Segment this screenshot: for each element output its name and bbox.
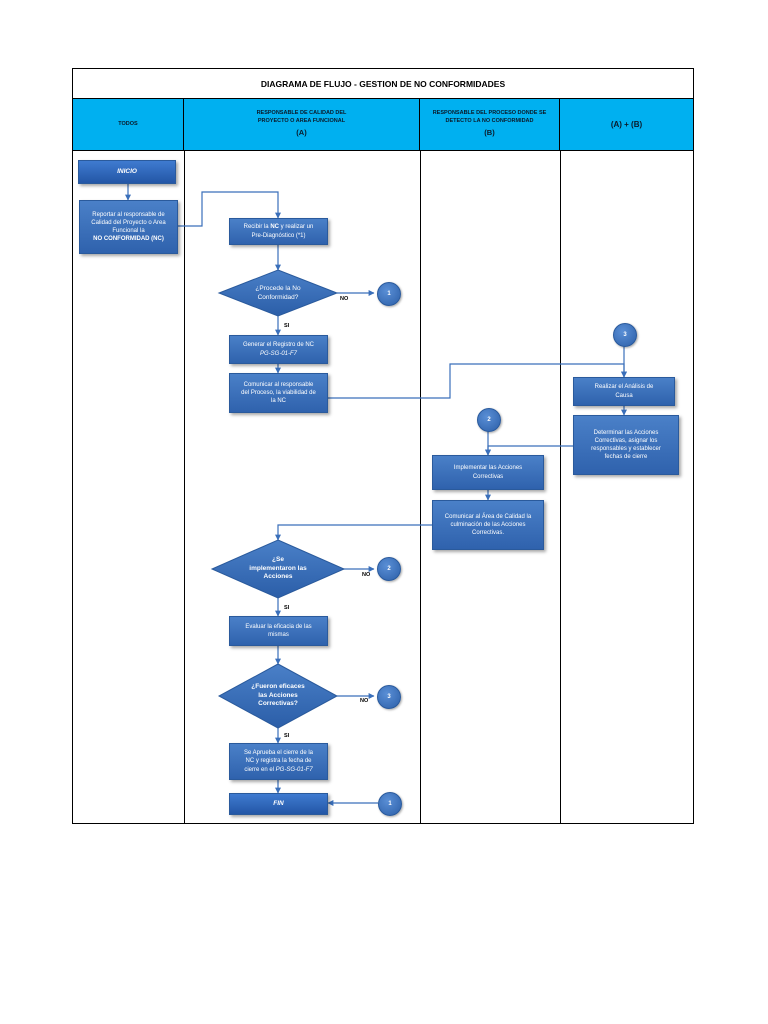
fin-terminator: FIN — [229, 793, 328, 815]
implementaron-line2: implementaron las — [249, 564, 307, 572]
comunicar-line3: la NC — [270, 398, 286, 405]
connector-2-in: 2 — [477, 408, 501, 432]
implementar-line2: Correctivas — [472, 473, 504, 480]
procede-line2: Conformidad? — [257, 294, 299, 301]
fin-label: FIN — [273, 799, 284, 807]
reportar-line2: Calidad del Proyecto o Area — [91, 219, 166, 226]
reportar-line1: Reportar al responsable de — [92, 211, 165, 218]
column-header-b: RESPONSABLE DEL PROCESO DONDE SE DETECTO… — [420, 99, 560, 151]
decision-implementaron-text: ¿Se implementaron las Acciones — [232, 551, 324, 587]
generar-line1: Generar el Registro de NC — [242, 342, 315, 349]
generar-registro-step: Generar el Registro de NC PG-SG-01-F7 — [229, 335, 328, 364]
recibir-line1: Recibir la NC y realizar un — [244, 223, 314, 231]
column-header-todos-text: TODOS — [118, 120, 138, 127]
evaluar-line1: Evaluar la eficacia de las — [245, 623, 312, 630]
diagram-title: DIAGRAMA DE FLUJO - GESTION DE NO CONFOR… — [73, 69, 693, 99]
column-header-ab-text: (A) + (B) — [610, 119, 643, 129]
column-header-b-line1: RESPONSABLE DEL PROCESO DONDE SE — [432, 110, 547, 117]
arrow-determinar-implementar — [485, 445, 573, 456]
determinar-acciones-step: Determinar las Acciones Correctivas, asi… — [573, 415, 679, 475]
flowchart-sheet: DIAGRAMA DE FLUJO - GESTION DE NO CONFOR… — [72, 68, 694, 824]
eficaces-no-label: NO — [360, 698, 369, 704]
aprueba-line3: cierre en el PG-SG-01-F7 — [244, 766, 312, 774]
implementaron-line3: Acciones — [263, 573, 293, 581]
decision-procede-text: ¿Procede la No Conformidad? — [236, 282, 320, 306]
decision-implementaron-diamond — [210, 539, 346, 599]
comunicar-area-line1: Comunicar al Área de Calidad la — [444, 513, 532, 520]
connector-1-in: 1 — [378, 792, 402, 816]
implementaron-line1: ¿Se — [272, 555, 284, 563]
aprueba-line3b: PG-SG-01-F7 — [275, 766, 313, 773]
comunicar-area-line2: culminación de las Acciones — [450, 521, 526, 528]
eficaces-line3: Correctivas? — [258, 700, 298, 708]
evaluar-eficacia-step: Evaluar la eficacia de las mismas — [229, 616, 328, 646]
decision-eficaces-text: ¿Fueron eficaces las Acciones Correctiva… — [236, 678, 320, 714]
arrow-reportar-recibir — [178, 191, 281, 227]
inicio-label: INICIO — [117, 167, 137, 175]
connector-1-out: 1 — [377, 282, 401, 306]
implementar-acciones-step: Implementar las Acciones Correctivas — [432, 455, 544, 490]
procede-si-label: SI — [284, 323, 290, 329]
comunicar-area-line3: Correctivas. — [471, 530, 504, 537]
comunicar-viabilidad-step: Comunicar al responsable del Proceso, la… — [229, 373, 328, 413]
comunicar-line2: del Proceso, la viabilidad de — [241, 389, 316, 396]
column-header-a-line2: PROYECTO O AREA FUNCIONAL — [257, 118, 346, 125]
column-divider-2 — [420, 151, 421, 823]
decision-eficaces-diamond — [217, 663, 339, 729]
connector-3-out: 3 — [377, 685, 401, 709]
aprueba-line3a: cierre en el — [244, 766, 274, 773]
implementar-line1: Implementar las Acciones — [453, 465, 523, 472]
column-divider-1 — [184, 151, 185, 823]
determinar-line1: Determinar las Acciones — [593, 429, 659, 436]
connector-2-out: 2 — [377, 557, 401, 581]
reportar-line3: Funcional la — [112, 228, 145, 234]
determinar-line2: Correctivas, asignar los — [594, 437, 658, 444]
column-header-a-line1: RESPONSABLE DE CALIDAD DEL — [256, 110, 347, 117]
comunicar-line1: Comunicar al responsable — [243, 381, 314, 388]
recibir-line1c: y realizar un — [280, 224, 314, 231]
analisis-line2: Causa — [615, 392, 633, 399]
column-header-b-sub: (B) — [484, 128, 495, 138]
column-header-b-line2: DETECTO LA NO CONFORMIDAD — [445, 118, 534, 125]
column-header-a-sub: (A) — [296, 128, 307, 138]
eficaces-si-label: SI — [284, 733, 290, 739]
arrow-comunicar-area-implementaron — [275, 524, 432, 541]
inicio-terminator: INICIO — [78, 160, 176, 184]
recibir-line1b: NC — [270, 224, 279, 231]
generar-line2: PG-SG-01-F7 — [259, 350, 297, 357]
determinar-line3: responsables y establecer — [591, 446, 661, 452]
decision-procede-diamond — [217, 269, 339, 317]
analisis-causa-step: Realizar el Análisis de Causa — [573, 377, 675, 406]
determinar-line4: fechas de cierre — [604, 454, 648, 461]
column-header-ab: (A) + (B) — [560, 99, 693, 151]
procede-no-label: NO — [340, 296, 349, 302]
aprueba-line2: NC y registra la fecha de — [245, 758, 312, 765]
connector-3-in: 3 — [613, 323, 637, 347]
aprueba-line1: Se Aprueba el cierre de la — [243, 750, 314, 757]
recibir-line1a: Recibir la — [243, 224, 269, 231]
recibir-nc-step: Recibir la NC y realizar un Pre-Diagnóst… — [229, 218, 328, 245]
implementaron-si-label: SI — [284, 605, 290, 611]
reportar-line4: NO CONFORMIDAD (NC) — [93, 236, 164, 243]
analisis-line1: Realizar el Análisis de — [594, 384, 654, 391]
procede-line1: ¿Procede la No — [255, 285, 301, 293]
eficaces-line2: las Acciones — [258, 691, 298, 699]
comunicar-area-calidad-step: Comunicar al Área de Calidad la culminac… — [432, 500, 544, 550]
implementaron-no-label: NO — [362, 572, 371, 578]
column-header-a: RESPONSABLE DE CALIDAD DEL PROYECTO O AR… — [184, 99, 420, 151]
evaluar-line2: mismas — [268, 632, 289, 638]
reportar-nc-step: Reportar al responsable de Calidad del P… — [79, 200, 178, 254]
recibir-line2: Pre-Diagnóstico (*1) — [251, 232, 306, 239]
aprueba-cierre-step: Se Aprueba el cierre de la NC y registra… — [229, 743, 328, 780]
column-header-todos: TODOS — [73, 99, 184, 151]
column-divider-3 — [560, 151, 561, 823]
eficaces-line1: ¿Fueron eficaces — [251, 682, 305, 690]
